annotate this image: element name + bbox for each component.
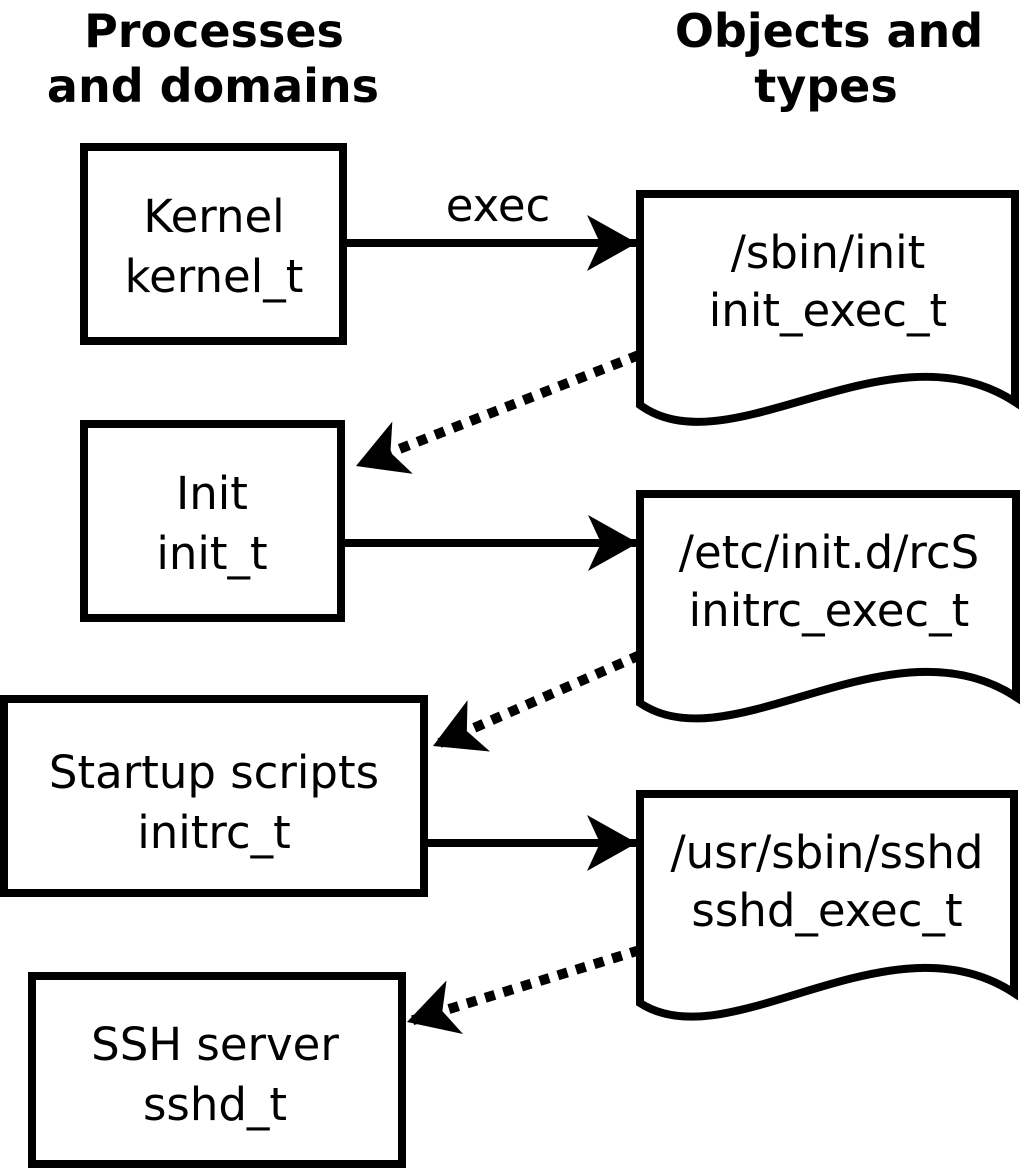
process-domain-text: init_t [156, 527, 267, 580]
transition-arrow-sshdexec-to-sshd [405, 945, 642, 1034]
object-path-text: /etc/init.d/rcS [679, 526, 979, 579]
process-label-text: Kernel [143, 190, 284, 243]
transition-arrow-initrcexec-to-initrc [430, 650, 643, 752]
process-box-init: Init init_t [80, 420, 345, 622]
process-label-text: Init [176, 467, 248, 520]
object-type-text: sshd_exec_t [691, 884, 962, 937]
document-shape [636, 490, 1020, 723]
process-box-ssh-server: SSH server sshd_t [28, 972, 406, 1168]
header-processes-line1: Processes [84, 4, 344, 58]
header-objects-line2: types [754, 59, 897, 113]
header-processes-line2: and domains [47, 59, 379, 113]
object-doc-sbin-init: /sbin/init init_exec_t [636, 190, 1019, 426]
object-path-text: /usr/sbin/sshd [671, 826, 984, 879]
process-box-shape [28, 972, 406, 1168]
object-type-text: initrc_exec_t [689, 584, 970, 637]
process-box-kernel: Kernel kernel_t [80, 143, 347, 345]
process-box-shape [0, 695, 428, 897]
process-domain-text: sshd_t [143, 1078, 287, 1131]
document-shape [636, 790, 1018, 1021]
document-shape [636, 190, 1019, 426]
process-label-text: SSH server [91, 1018, 339, 1071]
process-label-text: Startup scripts [49, 746, 379, 799]
process-box-shape [80, 143, 347, 345]
exec-edge-label: exec [446, 179, 551, 232]
column-header-processes: Processes and domains [47, 4, 379, 113]
object-type-text: init_exec_t [709, 284, 947, 337]
process-box-startup-scripts: Startup scripts initrc_t [0, 695, 428, 897]
transition-arrow-initexec-to-init [354, 350, 641, 474]
process-domain-text: initrc_t [137, 806, 291, 859]
object-path-text: /sbin/init [731, 226, 926, 279]
column-header-objects: Objects and types [675, 4, 983, 113]
object-doc-usr-sbin-sshd: /usr/sbin/sshd sshd_exec_t [636, 790, 1018, 1021]
object-doc-etc-initd-rcs: /etc/init.d/rcS initrc_exec_t [636, 490, 1020, 723]
header-objects-line1: Objects and [675, 4, 983, 58]
process-domain-text: kernel_t [125, 250, 304, 303]
process-box-shape [80, 420, 345, 622]
